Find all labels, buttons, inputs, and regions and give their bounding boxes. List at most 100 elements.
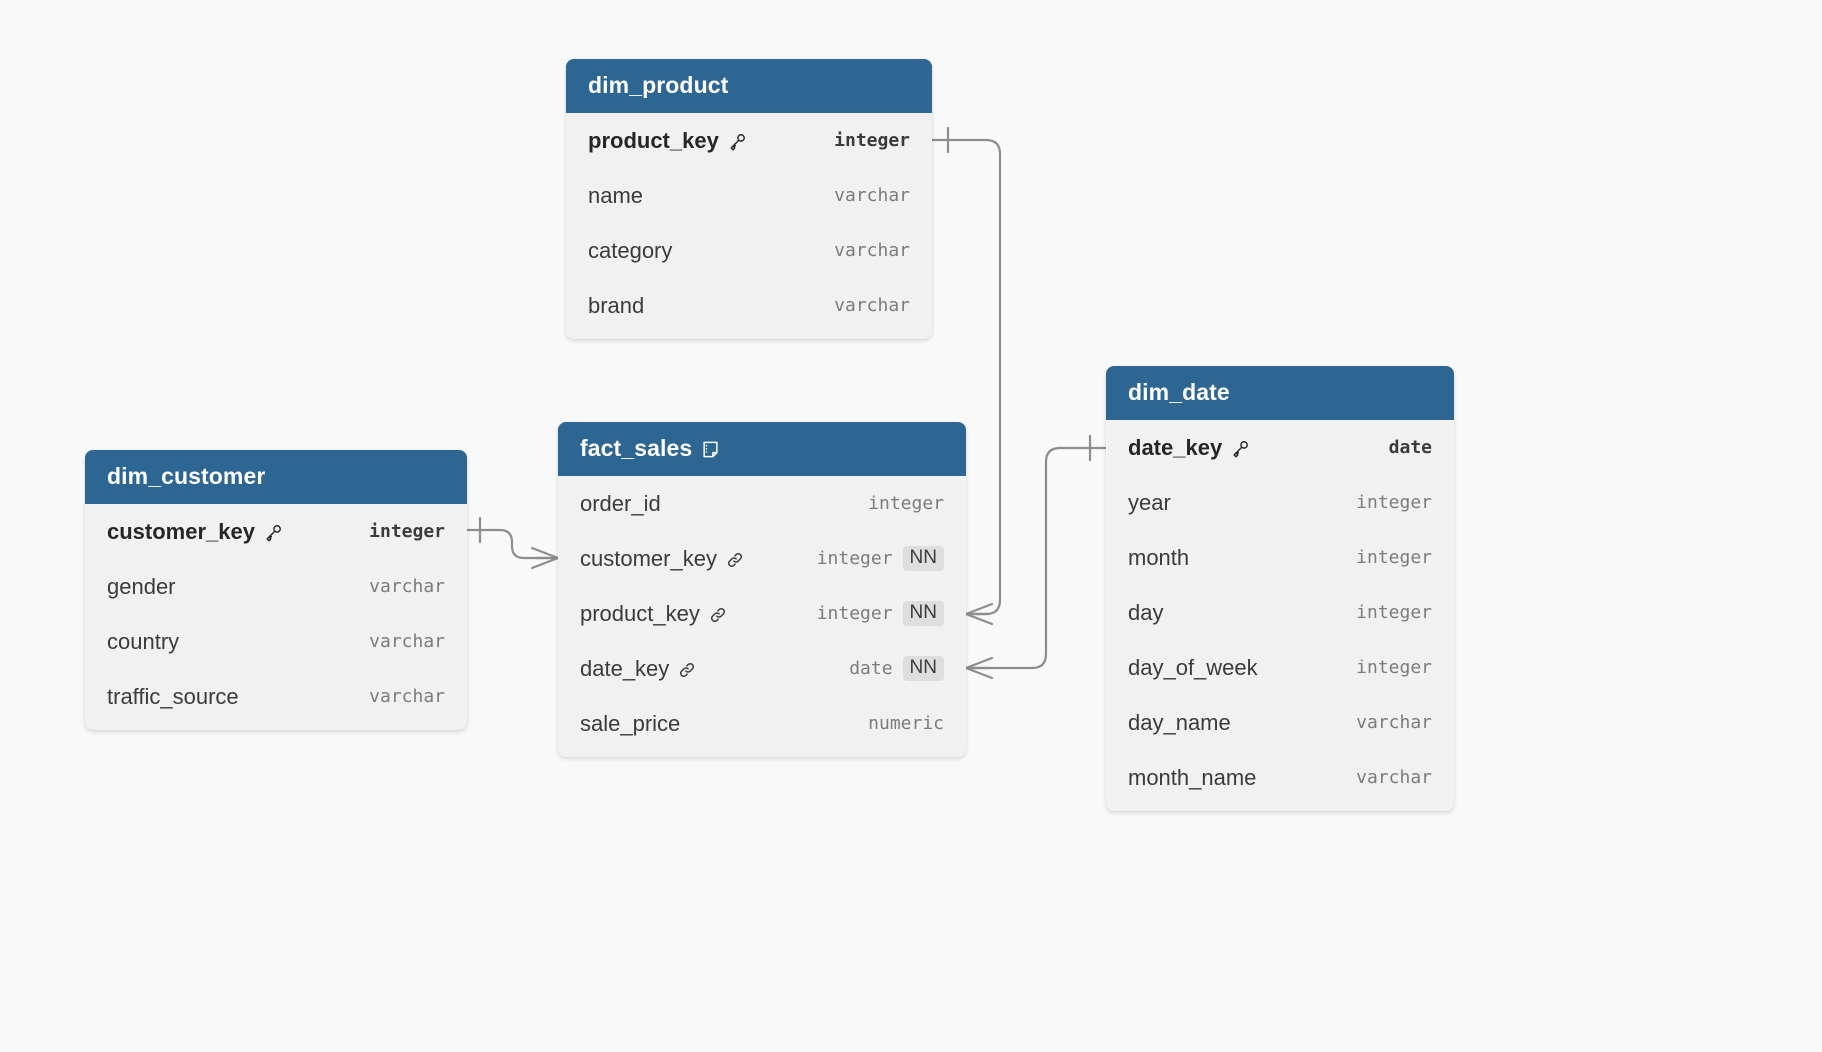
table-card-dim-product[interactable]: dim_product product_key integer [566,59,932,339]
column-type-cell: varchar [369,631,445,652]
column-name-cell: gender [107,574,176,600]
column-row-order-id[interactable]: order_id integer [558,476,966,531]
column-name: day_name [1128,709,1231,735]
column-row-date-key[interactable]: date_key date NN [558,641,966,696]
column-name: product_key [588,127,719,153]
column-name: customer_key [107,518,255,544]
column-type-cell: varchar [834,185,910,206]
column-row-date-key[interactable]: date_key date [1106,420,1454,475]
column-row-product-key[interactable]: product_key integer [566,113,932,168]
column-type: varchar [369,686,445,707]
column-row-customer-key[interactable]: customer_key integer [85,504,467,559]
column-name: sale_price [580,710,681,736]
column-name-cell: order_id [580,491,661,517]
table-header-fact-sales[interactable]: fact_sales [558,422,966,476]
column-row-day[interactable]: day integer [1106,585,1454,640]
column-row-day-name[interactable]: day_name varchar [1106,695,1454,750]
table-header-dim-customer[interactable]: dim_customer [85,450,467,504]
column-row-traffic-source[interactable]: traffic_source varchar [85,669,467,724]
column-name: date_key [580,655,670,681]
column-name-cell: day_of_week [1128,655,1258,681]
column-type: varchar [369,576,445,597]
table-columns-dim-product: product_key integer name [566,113,932,339]
column-type: varchar [834,185,910,206]
column-type: integer [1356,547,1432,568]
column-type-cell: numeric [868,713,944,734]
column-type-cell: integer [1356,657,1432,678]
column-row-month[interactable]: month integer [1106,530,1454,585]
column-name-cell: month [1128,545,1189,571]
column-row-customer-key[interactable]: customer_key integer NN [558,531,966,586]
table-title: dim_customer [107,463,266,489]
relationship-customer-sales [465,516,560,570]
column-type: varchar [1356,712,1432,733]
column-type-cell: date NN [849,655,944,682]
column-name: year [1128,489,1171,515]
column-row-day-of-week[interactable]: day_of_week integer [1106,640,1454,695]
column-type-cell: integer [1356,602,1432,623]
column-name-cell: traffic_source [107,684,239,710]
column-name: day [1128,599,1164,625]
column-type: integer [1356,657,1432,678]
column-name: product_key [580,600,700,626]
column-row-product-key[interactable]: product_key integer NN [558,586,966,641]
column-type-cell: integer [1356,547,1432,568]
column-type: integer [816,548,893,569]
column-type-cell: integer [868,493,944,514]
column-name-cell: date_key [580,656,696,682]
column-name-cell: sale_price [580,711,680,737]
relationship-date-sales [964,434,1108,680]
column-type: integer [1356,492,1432,513]
table-title: dim_product [588,72,729,98]
column-name: month_name [1128,764,1257,790]
column-type: numeric [868,713,944,734]
column-row-sale-price[interactable]: sale_price numeric [558,696,966,751]
table-header-dim-date[interactable]: dim_date [1106,366,1454,420]
table-header-dim-product[interactable]: dim_product [566,59,932,113]
link-icon [709,606,727,624]
column-row-country[interactable]: country varchar [85,614,467,669]
column-name: month [1128,544,1190,570]
column-row-year[interactable]: year integer [1106,475,1454,530]
column-name: gender [107,573,176,599]
table-card-fact-sales[interactable]: fact_sales order_id integer [558,422,966,757]
column-type: varchar [369,631,445,652]
column-type: varchar [1356,767,1432,788]
column-type: integer [1356,602,1432,623]
column-type: date [1388,437,1432,458]
table-card-dim-date[interactable]: dim_date date_key date [1106,366,1454,811]
column-type-cell: integer [1356,492,1432,513]
column-name: customer_key [580,545,717,571]
column-row-category[interactable]: category varchar [566,223,932,278]
column-type: integer [834,130,910,151]
column-name-cell: product_key [588,128,747,154]
column-type: varchar [834,240,910,261]
column-name-cell: customer_key [580,546,744,572]
column-type-cell: varchar [1356,767,1432,788]
table-columns-dim-date: date_key date year inte [1106,420,1454,811]
note-icon [701,440,720,459]
column-type-cell: integer NN [817,600,944,627]
column-row-name[interactable]: name varchar [566,168,932,223]
column-name: category [588,237,673,263]
not-null-badge: NN [902,600,944,627]
key-icon [1231,439,1250,458]
table-card-dim-customer[interactable]: dim_customer customer_key integer [85,450,467,730]
column-type-cell: varchar [834,240,910,261]
column-name-cell: country [107,629,179,655]
link-icon [678,661,696,679]
not-null-badge: NN [902,545,944,572]
column-type: integer [868,493,944,514]
column-type-cell: varchar [369,686,445,707]
column-name: brand [588,292,645,318]
column-name-cell: product_key [580,601,727,627]
column-row-brand[interactable]: brand varchar [566,278,932,333]
key-icon [264,523,283,542]
column-type-cell: varchar [1356,712,1432,733]
column-name-cell: brand [588,293,644,319]
column-row-month-name[interactable]: month_name varchar [1106,750,1454,805]
column-name-cell: name [588,183,643,209]
column-type-cell: varchar [834,295,910,316]
column-row-gender[interactable]: gender varchar [85,559,467,614]
